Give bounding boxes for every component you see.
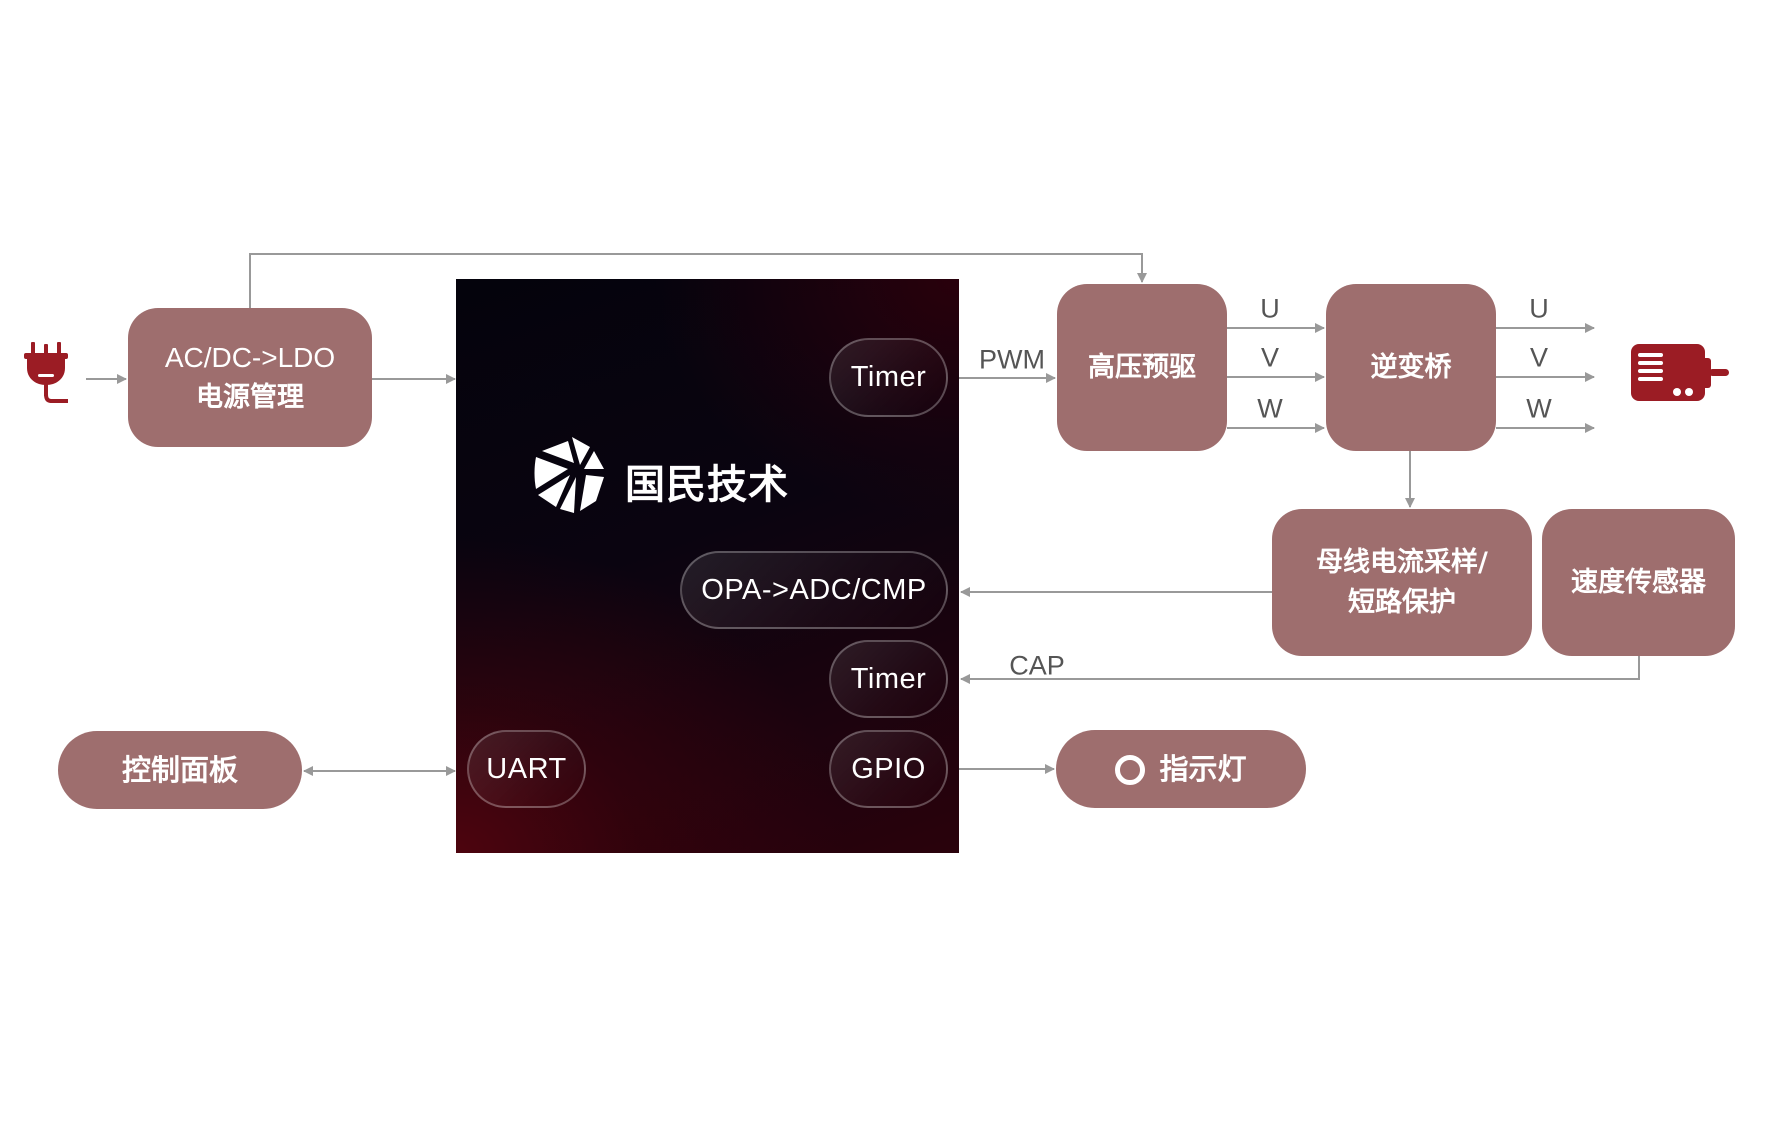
speed-sensor-block: 速度传感器 bbox=[1542, 509, 1735, 656]
timer-cap-peripheral: Timer bbox=[829, 640, 948, 718]
power-management-line1: AC/DC->LDO bbox=[164, 341, 336, 373]
connector-power-to-gate-driver bbox=[249, 253, 1147, 308]
phase-w-in-label: W bbox=[1257, 393, 1283, 424]
cap-label: CAP bbox=[1009, 650, 1065, 681]
gpio-peripheral: GPIO bbox=[829, 730, 948, 808]
timer-pwm-peripheral: Timer bbox=[829, 338, 948, 417]
opa-adc-cmp-peripheral: OPA->ADC/CMP bbox=[680, 551, 948, 629]
control-panel-block: 控制面板 bbox=[58, 731, 302, 809]
phase-v-out-label: V bbox=[1529, 342, 1549, 373]
ring-light-icon bbox=[1115, 755, 1146, 785]
pwm-label: PWM bbox=[979, 344, 1045, 375]
uart-peripheral: UART bbox=[467, 730, 586, 808]
bus-current-sense-line2: 短路保护 bbox=[1348, 586, 1456, 618]
nations-logo-icon bbox=[534, 437, 604, 513]
indicator-light-label: 指示灯 bbox=[1159, 751, 1247, 786]
phase-v-in-label: V bbox=[1260, 342, 1280, 373]
gate-driver-block: 高压预驱 bbox=[1057, 284, 1227, 451]
phase-w-out-label: W bbox=[1526, 393, 1552, 424]
indicator-light-block: 指示灯 bbox=[1056, 730, 1306, 808]
power-plug-icon bbox=[24, 342, 68, 403]
phase-u-out-label: U bbox=[1529, 293, 1549, 324]
power-management-line2: 电源管理 bbox=[196, 382, 304, 414]
gate-driver-label: 高压预驱 bbox=[1088, 351, 1196, 383]
bus-current-sense-line1: 母线电流采样/ bbox=[1316, 547, 1488, 579]
phase-u-in-label: U bbox=[1260, 293, 1280, 324]
control-panel-label: 控制面板 bbox=[121, 752, 238, 787]
brand-name: 国民技术 bbox=[625, 462, 789, 508]
power-management-block: AC/DC->LDO 电源管理 bbox=[128, 308, 372, 447]
motor-icon bbox=[1631, 344, 1729, 401]
inverter-label: 逆变桥 bbox=[1370, 351, 1452, 383]
inverter-block: 逆变桥 bbox=[1326, 284, 1496, 451]
connector-speed-to-cap bbox=[960, 656, 1640, 684]
bus-current-sense-block: 母线电流采样/ 短路保护 bbox=[1272, 509, 1532, 656]
speed-sensor-label: 速度传感器 bbox=[1571, 566, 1706, 598]
